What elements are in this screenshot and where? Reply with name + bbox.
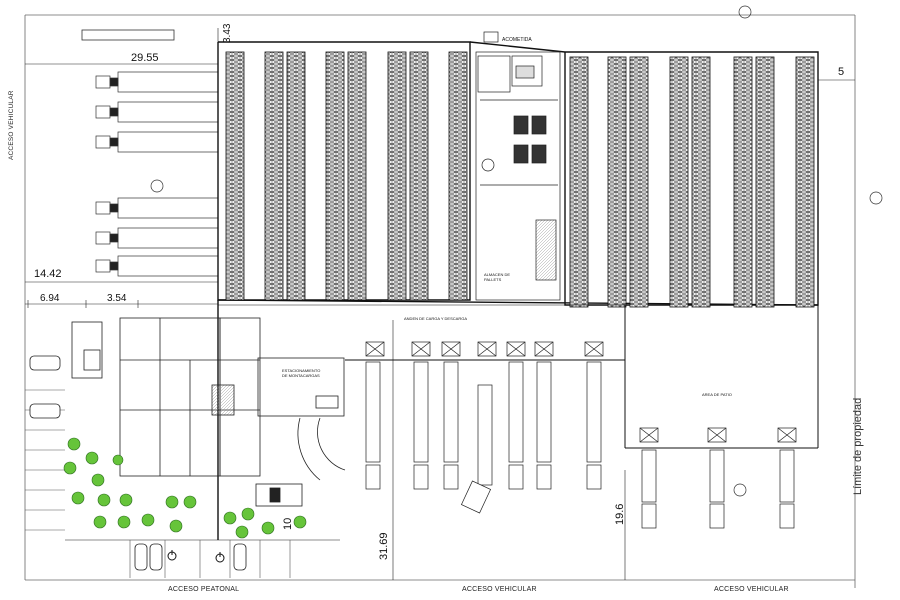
rack (569, 56, 589, 308)
parked-trucks-left (95, 71, 219, 277)
trailer (534, 341, 554, 490)
trees (63, 437, 307, 539)
truck (95, 227, 219, 249)
site-sign (81, 29, 175, 41)
rack (347, 51, 367, 301)
section-markers (150, 5, 883, 497)
rack (691, 56, 711, 308)
dim-19-6: 19.6 (614, 503, 626, 525)
dim-31-69: 31.69 (378, 532, 390, 560)
acometida-label: ACOMETIDA (502, 37, 532, 43)
trailer (460, 384, 493, 514)
storage-racks-left (225, 51, 468, 301)
accessibility-icon (167, 550, 225, 563)
tree (293, 515, 307, 529)
rack (607, 56, 627, 308)
estacionamiento-label: ESTACIONAMIENTO DE MONTACARGAS (282, 368, 321, 378)
dim-5: 5 (838, 66, 845, 78)
tree (241, 507, 255, 521)
rack (733, 56, 753, 308)
dim-29-55: 29.55 (131, 52, 159, 64)
tree (169, 519, 183, 533)
rack (629, 56, 649, 308)
rack (264, 51, 284, 301)
dim-14-42: 14.42 (34, 268, 62, 280)
rack (325, 51, 345, 301)
acceso-vehicular-bottom-1: ACCESO VEHICULAR (462, 586, 537, 593)
tree (85, 451, 99, 465)
area-patio-label: AREA DE PATIO (702, 392, 732, 397)
tree (165, 495, 179, 509)
anden-label: ANDEN DE CARGA Y DESCARGA (404, 316, 467, 321)
docked-trailers (365, 341, 797, 529)
truck (95, 71, 219, 93)
tree (67, 437, 81, 451)
tree (235, 525, 249, 539)
acceso-vehicular-bottom-2: ACCESO VEHICULAR (714, 586, 789, 593)
tree (183, 495, 197, 509)
dim-6-94: 6.94 (40, 293, 60, 304)
rack (795, 56, 815, 308)
service-core (475, 31, 561, 301)
office-block (71, 317, 346, 507)
truck (95, 101, 219, 123)
property-boundary (24, 14, 856, 588)
dim-10: 10 (282, 517, 294, 530)
truck (95, 255, 219, 277)
storage-racks-right (569, 56, 815, 308)
tree (97, 493, 111, 507)
trailer (777, 427, 797, 529)
parked-cars (29, 355, 247, 571)
acceso-peatonal: ACCESO PEATONAL (168, 586, 240, 593)
acceso-vehicular-left: ACCESO VEHICULAR (8, 90, 15, 160)
trailer (639, 427, 659, 529)
dim-3-43: 3.43 (222, 23, 233, 43)
car (134, 543, 148, 571)
rack (225, 51, 245, 301)
trailer (411, 341, 431, 490)
trailer (477, 341, 497, 357)
tree (91, 473, 105, 487)
trailer (365, 341, 385, 490)
tree (141, 513, 155, 527)
limite-propiedad: Límite de propiedad (852, 397, 864, 495)
rack (669, 56, 689, 308)
car (149, 543, 163, 571)
tree (223, 511, 237, 525)
trailer (506, 341, 526, 490)
tree (112, 454, 124, 466)
car (29, 403, 61, 419)
tree (119, 493, 133, 507)
tree (261, 521, 275, 535)
truck (95, 197, 219, 219)
loading-dock (218, 304, 819, 449)
rack (755, 56, 775, 308)
trailer (707, 427, 727, 529)
almacen-pallets-label: ALMACEN DE PALLETS (484, 272, 511, 282)
dimension-lines (25, 28, 855, 580)
tree (117, 515, 131, 529)
trailer (584, 341, 604, 490)
tree (63, 461, 77, 475)
rack (409, 51, 429, 301)
trailer (441, 341, 461, 490)
rack (448, 51, 468, 301)
dim-3-54: 3.54 (107, 293, 127, 304)
tree (71, 491, 85, 505)
car (233, 543, 247, 571)
car (29, 355, 61, 371)
rack (387, 51, 407, 301)
truck (95, 131, 219, 153)
tree (93, 515, 107, 529)
rack (286, 51, 306, 301)
